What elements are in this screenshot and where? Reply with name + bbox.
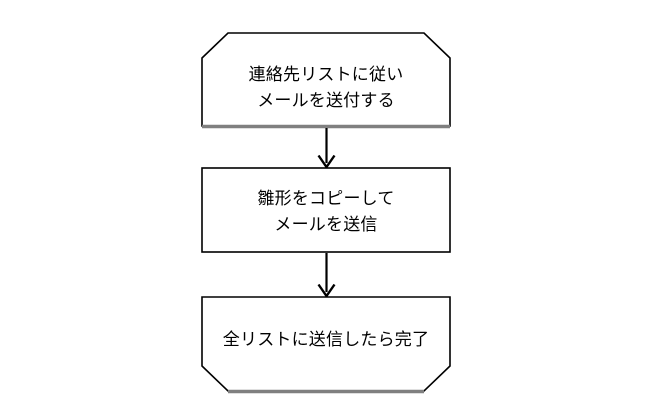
flow-node-2-shape: [201, 167, 451, 253]
flow-connector-2: [317, 253, 336, 299]
flow-node-3[interactable]: [201, 296, 451, 394]
flow-node-1[interactable]: [201, 32, 451, 129]
flow-node-2[interactable]: [201, 167, 451, 253]
flow-node-1-label: 連絡先リストに従い メールを送付する: [248, 65, 404, 111]
flow-node-3-label: 全リストに送信したら完了: [222, 330, 430, 350]
flow-node-2-label: 雛形をコピーして メールを送信: [257, 189, 395, 235]
flow-connector-1: [317, 128, 336, 170]
flow-connector-2-arrowhead: [317, 283, 336, 299]
flow-connector-1-arrowhead: [317, 154, 336, 170]
